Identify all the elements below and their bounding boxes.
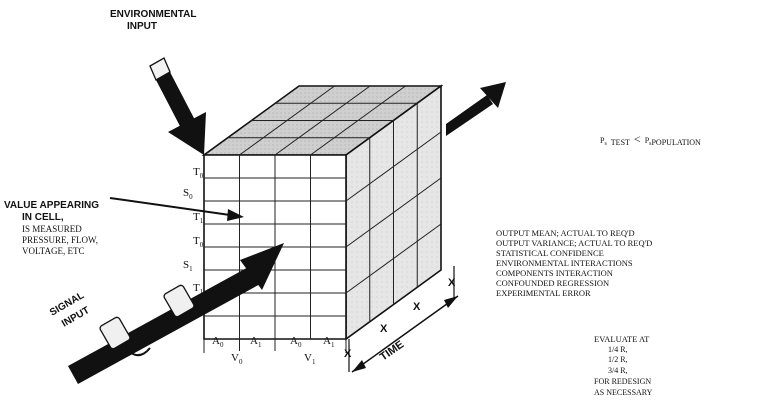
output-item: ENVIRONMENTAL INTERACTIONS (496, 258, 633, 268)
top-face-grid (227, 85, 418, 156)
bottom-ticks (203, 339, 347, 353)
evaluate-line: EVALUATE AT (594, 334, 650, 344)
value-cell-line4: PRESSURE, FLOW, (22, 235, 98, 245)
value-cell-line1: VALUE APPEARING (4, 200, 99, 211)
output-item: COMPONENTS INTERACTION (496, 268, 613, 278)
env-input-line1: ENVIRONMENTAL (110, 9, 196, 20)
output-item: OUTPUT MEAN; ACTUAL TO REQ'D (496, 228, 635, 238)
col-label-a0-right: A0 (290, 335, 302, 349)
time-x-3: X (413, 301, 421, 313)
value-cell-line5: VOLTAGE, ETC (22, 246, 84, 256)
row-label-t1-upper: T1 (193, 211, 204, 225)
time-x-4: X (448, 277, 456, 289)
environmental-input-arrow (149, 57, 206, 155)
output-list: OUTPUT MEAN; ACTUAL TO REQ'D OUTPUT VARI… (496, 228, 652, 298)
evaluate-line: FOR REDESIGN (594, 377, 651, 386)
col-label-a1-left: A1 (250, 335, 262, 349)
time-axis (348, 266, 459, 373)
row-label-t1-lower: T1 (193, 282, 204, 296)
output-item: STATISTICAL CONFIDENCE (496, 248, 604, 258)
row-label-s1: S1 (183, 259, 193, 273)
evaluate-line: AS NECESSARY (594, 388, 653, 397)
time-x-2: X (380, 323, 388, 335)
evaluate-line: 1/4 R, (608, 345, 628, 354)
signal-input-arrow (68, 243, 284, 384)
time-label: TIME (378, 339, 406, 364)
output-item: CONFOUNDED REGRESSION (496, 278, 609, 288)
output-item: OUTPUT VARIANCE; ACTUAL TO REQ'D (496, 238, 652, 248)
col-label-a0-left: A0 (212, 335, 224, 349)
value-cell-line2: IN CELL, (22, 212, 64, 223)
time-x-1: X (344, 348, 352, 360)
evaluate-line: 3/4 R, (608, 366, 628, 375)
row-label-s0: S0 (183, 187, 193, 201)
row-label-t0-lower: T0 (193, 235, 204, 249)
output-arrow (446, 82, 506, 136)
front-face-grid (204, 155, 346, 339)
row-label-t0-upper: T0 (193, 166, 204, 180)
evaluate-line: 1/2 R, (608, 355, 628, 364)
evaluate-list: EVALUATE AT 1/4 R, 1/2 R, 3/4 R, FOR RED… (594, 334, 653, 397)
right-face-grid (345, 103, 442, 322)
col-label-v1: V1 (304, 352, 316, 366)
col-label-v0: V0 (231, 352, 243, 366)
value-cell-line3: IS MEASURED (22, 224, 82, 234)
env-input-line2: INPUT (127, 21, 157, 32)
value-cell-pointer (109, 197, 244, 221)
output-item: EXPERIMENTAL ERROR (496, 288, 591, 298)
col-label-a1-right: A1 (323, 335, 335, 349)
